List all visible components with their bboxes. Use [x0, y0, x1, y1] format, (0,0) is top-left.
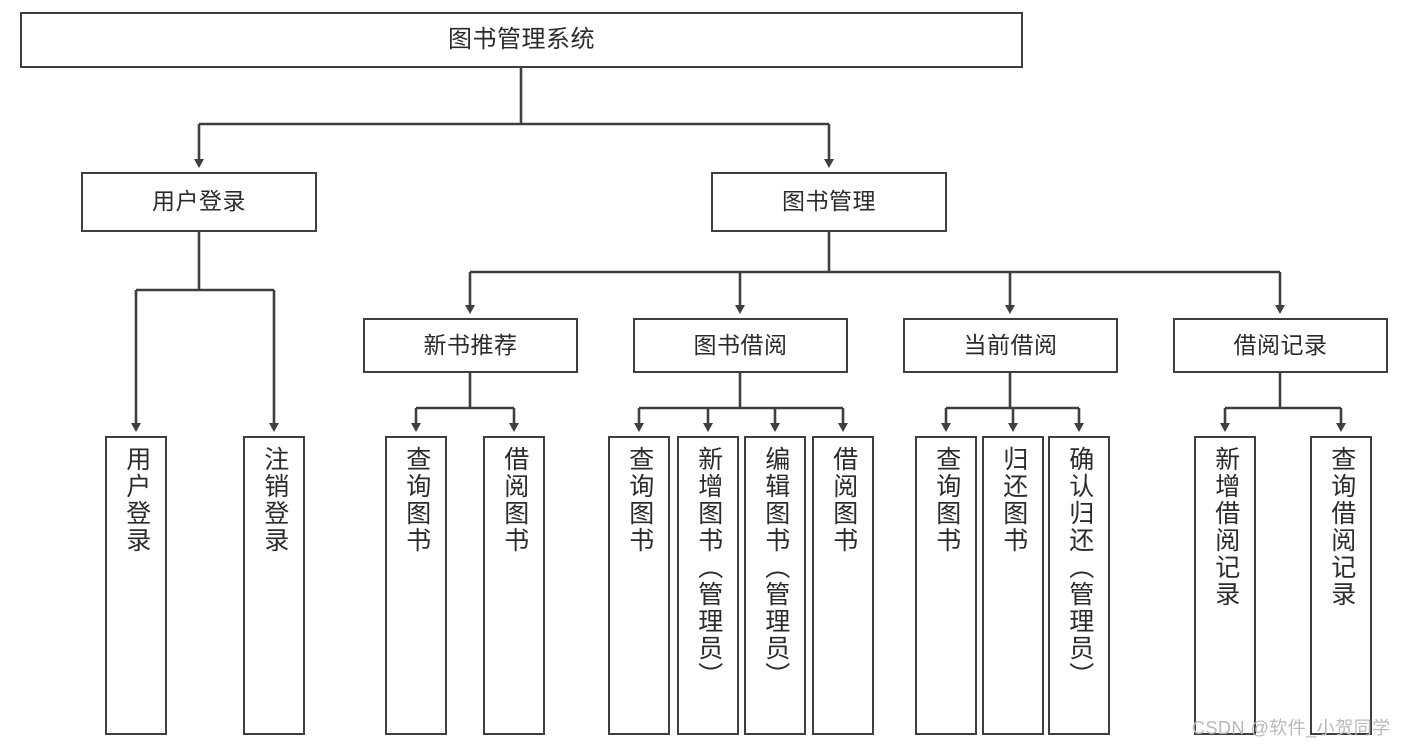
- node-leaf-borrow-book-recommend-label: 借阅图书: [500, 446, 529, 554]
- node-leaf-borrow-book[interactable]: 借阅图书: [812, 436, 874, 735]
- edge-borrow-record-to-leaves: [1220, 373, 1346, 432]
- node-current-borrow-label: 当前借阅: [963, 331, 1058, 358]
- node-leaf-add-book-admin[interactable]: 新增图书（管理员）: [677, 436, 739, 735]
- node-leaf-query-book-current[interactable]: 查询图书: [915, 436, 977, 735]
- node-leaf-query-borrow-record[interactable]: 查询借阅记录: [1310, 436, 1372, 735]
- node-leaf-confirm-return-admin[interactable]: 确认归还（管理员）: [1048, 436, 1110, 735]
- node-book-management[interactable]: 图书管理: [711, 172, 947, 232]
- edge-user-login-to-leaves: [131, 232, 279, 432]
- node-root[interactable]: 图书管理系统: [20, 12, 1023, 68]
- node-book-borrow[interactable]: 图书借阅: [633, 318, 848, 373]
- node-leaf-return-book[interactable]: 归还图书: [982, 436, 1044, 735]
- node-leaf-query-borrow-record-label: 查询借阅记录: [1327, 446, 1356, 608]
- node-root-label: 图书管理系统: [448, 25, 595, 53]
- node-book-borrow-label: 图书借阅: [693, 331, 788, 358]
- csdn-watermark: CSDN @软件_小贺同学: [1192, 718, 1391, 738]
- node-new-book-recommend[interactable]: 新书推荐: [363, 318, 578, 373]
- node-book-management-label: 图书管理: [782, 188, 876, 215]
- node-leaf-user-login[interactable]: 用户登录: [105, 436, 167, 735]
- node-leaf-add-book-admin-label: 新增图书（管理员）: [694, 446, 723, 689]
- node-leaf-edit-book-admin-label: 编辑图书（管理员）: [761, 446, 790, 689]
- node-current-borrow[interactable]: 当前借阅: [903, 318, 1118, 373]
- node-leaf-query-book-current-label: 查询图书: [932, 446, 961, 554]
- node-leaf-query-book-borrow-label: 查询图书: [625, 446, 654, 554]
- node-leaf-add-borrow-record[interactable]: 新增借阅记录: [1194, 436, 1256, 735]
- edge-root-to-level2: [194, 68, 834, 168]
- node-borrow-record[interactable]: 借阅记录: [1173, 318, 1388, 373]
- edge-new-book-recommend-to-leaves: [411, 373, 519, 432]
- node-leaf-query-book-borrow[interactable]: 查询图书: [608, 436, 670, 735]
- edge-book-management-to-level3: [465, 232, 1285, 314]
- node-leaf-borrow-book-label: 借阅图书: [829, 446, 858, 554]
- node-leaf-query-book-recommend[interactable]: 查询图书: [385, 436, 447, 735]
- node-leaf-add-borrow-record-label: 新增借阅记录: [1211, 446, 1240, 608]
- node-user-login[interactable]: 用户登录: [81, 172, 317, 232]
- node-leaf-return-book-label: 归还图书: [999, 446, 1028, 554]
- node-leaf-logout-login[interactable]: 注销登录: [243, 436, 305, 735]
- node-new-book-recommend-label: 新书推荐: [423, 331, 518, 358]
- node-leaf-edit-book-admin[interactable]: 编辑图书（管理员）: [744, 436, 806, 735]
- node-leaf-user-login-label: 用户登录: [122, 446, 151, 554]
- edge-current-borrow-to-leaves: [941, 373, 1084, 432]
- node-leaf-logout-login-label: 注销登录: [260, 446, 289, 554]
- node-user-login-label: 用户登录: [152, 188, 246, 215]
- node-leaf-borrow-book-recommend[interactable]: 借阅图书: [483, 436, 545, 735]
- node-leaf-query-book-recommend-label: 查询图书: [402, 446, 431, 554]
- node-borrow-record-label: 借阅记录: [1233, 331, 1328, 358]
- edge-book-borrow-to-leaves: [634, 373, 848, 432]
- node-leaf-confirm-return-admin-label: 确认归还（管理员）: [1065, 446, 1094, 689]
